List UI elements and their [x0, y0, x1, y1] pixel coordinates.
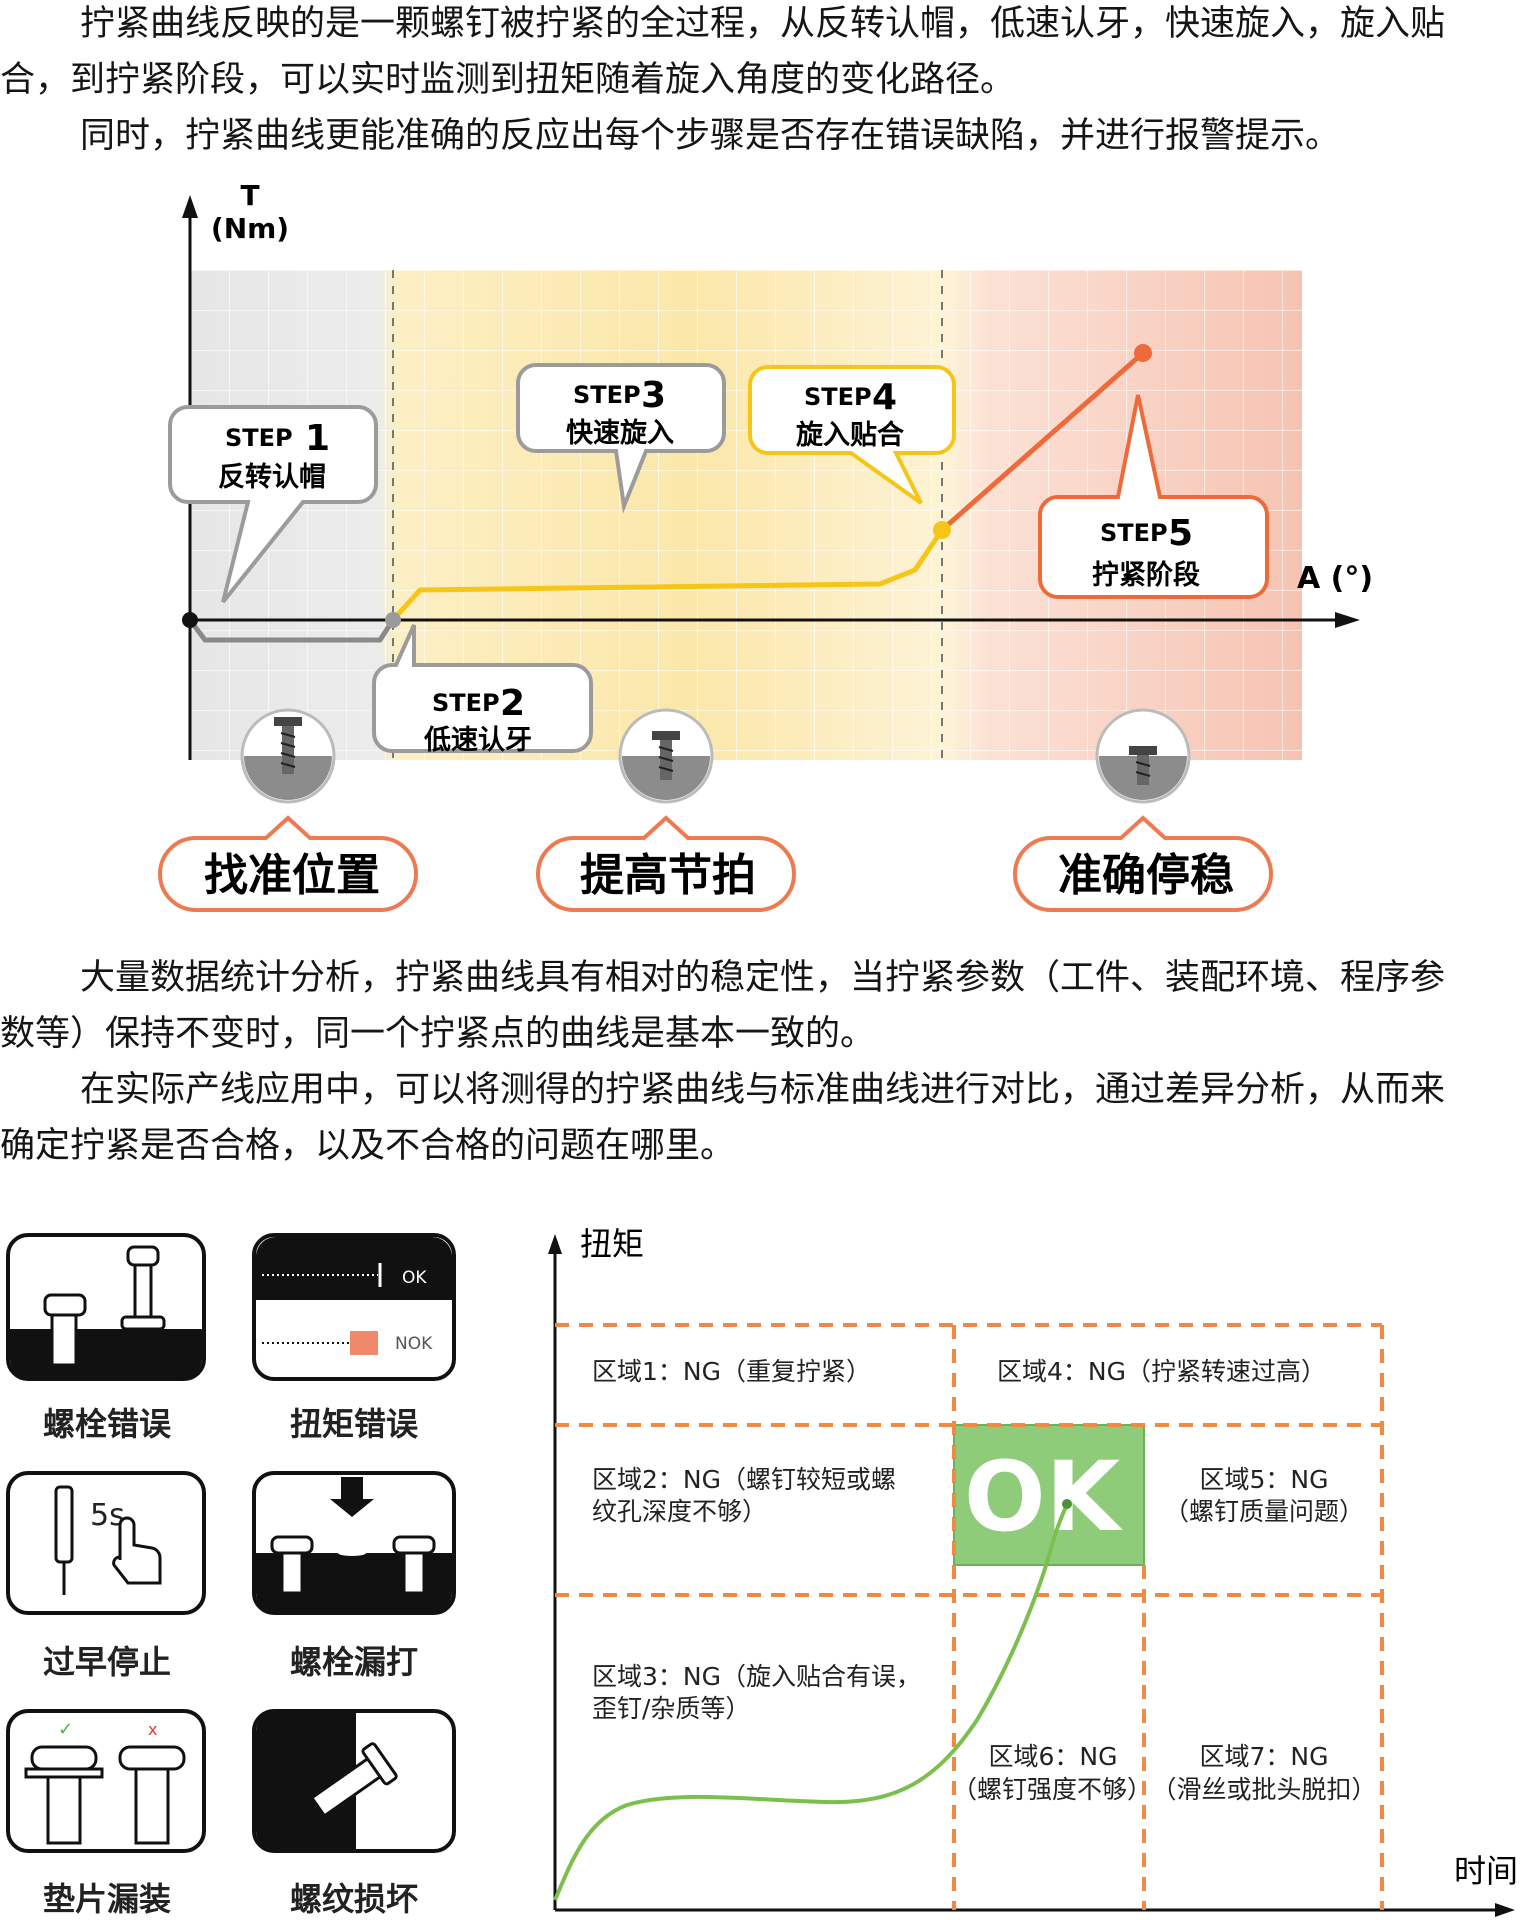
step2-bubble: STEP 2 低速认牙 — [372, 624, 593, 756]
screw-icon — [240, 708, 336, 804]
tightening-curve-diagram: T (Nm) A (°) STEP 1 反转认帽 STEP 2 低速认牙 STE… — [158, 179, 1373, 912]
svg-text:准确停稳: 准确停稳 — [1058, 850, 1234, 901]
svg-text:STEP: STEP — [573, 381, 641, 409]
step5-point — [1134, 344, 1152, 362]
zone3-label-2: 歪钉/杂质等） — [592, 1694, 750, 1723]
step1-curve — [188, 618, 396, 643]
curve-end-point — [1062, 1499, 1072, 1509]
svg-text:✓: ✓ — [58, 1719, 73, 1740]
zone5-label-1: 区域5：NG — [1200, 1465, 1329, 1494]
caption-torque-error: 扭矩错误 — [289, 1405, 418, 1443]
caption-missing-washer: 垫片漏装 — [42, 1880, 171, 1918]
svg-text:低速认牙: 低速认牙 — [423, 725, 532, 756]
svg-text:反转认帽: 反转认帽 — [218, 462, 326, 493]
svg-text:x: x — [148, 1720, 157, 1739]
step4-bubble: STEP 4 旋入贴合 — [748, 365, 956, 505]
missing-bolt-icon — [252, 1471, 456, 1615]
svg-text:拧紧阶段: 拧紧阶段 — [1092, 560, 1200, 591]
svg-text:旋入贴合: 旋入贴合 — [796, 419, 904, 451]
zone7-label-1: 区域7：NG — [1200, 1742, 1329, 1771]
svg-text:找准位置: 找准位置 — [204, 850, 380, 901]
zone-x-label: 时间 — [1454, 1852, 1518, 1890]
origin-point — [182, 612, 198, 628]
intro-line-3: 同时，拧紧曲线更能准确的反应出每个步骤是否存在错误缺陷，并进行报警提示。 — [80, 116, 1341, 156]
torque-error-icon: OK NOK — [252, 1233, 456, 1381]
step2-point — [385, 612, 401, 628]
missing-washer-icon: ✓ x — [6, 1709, 206, 1853]
svg-text:3: 3 — [641, 375, 666, 416]
svg-text:快速旋入: 快速旋入 — [566, 418, 674, 449]
svg-text:4: 4 — [872, 377, 897, 418]
torque-zone-chart: 扭矩 时间 OK 区域1：NG（重复拧紧） 区域4：NG（拧紧转速过高） 区域2… — [548, 1225, 1518, 1917]
red-curve — [940, 351, 1145, 532]
bolt-error-icon — [6, 1233, 206, 1381]
error-icons-grid: OK NOK 5s ✓ x — [6, 1233, 456, 1853]
caption-early-stop: 过早停止 — [42, 1643, 171, 1681]
intro-paragraph: 拧紧曲线反映的是一颗螺钉被拧紧的全过程，从反转认帽，低速认牙，快速旋入，旋入贴 … — [0, 0, 1537, 164]
body-line-1: 大量数据统计分析，拧紧曲线具有相对的稳定性，当拧紧参数（工件、装配环境、程序参 — [80, 958, 1446, 998]
body-line-4: 确定拧紧是否合格，以及不合格的问题在哪里。 — [0, 1126, 736, 1166]
zone4-label: 区域4：NG（拧紧转速过高） — [997, 1357, 1326, 1386]
intro-line-2: 合，到拧紧阶段，可以实时监测到扭矩随着旋入角度的变化路径。 — [0, 60, 1016, 100]
svg-text:STEP: STEP — [1100, 519, 1168, 547]
svg-text:2: 2 — [500, 683, 525, 724]
svg-text:提高节拍: 提高节拍 — [580, 850, 756, 901]
screw-icon — [1095, 708, 1191, 804]
body-line-3: 在实际产线应用中，可以将测得的拧紧曲线与标准曲线进行对比，通过差异分析，从而来 — [80, 1070, 1446, 1110]
benefit-pill-stop: 准确停稳 — [1013, 815, 1273, 912]
thread-damage-icon — [252, 1709, 456, 1853]
svg-text:STEP: STEP — [225, 424, 293, 452]
svg-text:5: 5 — [1168, 513, 1193, 554]
benefit-pill-position: 找准位置 — [158, 815, 418, 912]
x-axis-label: A (°) — [1297, 561, 1373, 596]
caption-missing-bolt: 螺栓漏打 — [289, 1643, 418, 1681]
y-axis-label-t: T — [240, 179, 259, 212]
ok-zone-label: OK — [964, 1441, 1124, 1553]
svg-text:STEP: STEP — [804, 383, 872, 411]
yellow-curve — [391, 528, 945, 622]
zone-dash-grid — [555, 1323, 1384, 1910]
svg-text:NOK: NOK — [395, 1334, 433, 1354]
benefit-pill-cycle: 提高节拍 — [536, 815, 796, 912]
zone3-label-1: 区域3：NG（旋入贴合有误， — [592, 1662, 921, 1691]
zone6-label-2: （螺钉强度不够） — [952, 1775, 1152, 1804]
svg-text:STEP: STEP — [432, 689, 500, 717]
step3-bubble: STEP 3 快速旋入 — [516, 363, 726, 514]
early-stop-icon: 5s — [6, 1471, 206, 1615]
zone2-label-2: 纹孔深度不够） — [592, 1497, 767, 1526]
zone1-label: 区域1：NG（重复拧紧） — [592, 1357, 871, 1386]
y-axis-label-unit: (Nm) — [211, 212, 289, 245]
body-line-2: 数等）保持不变时，同一个拧紧点的曲线是基本一致的。 — [0, 1014, 876, 1054]
step5-bubble: STEP 5 拧紧阶段 — [1038, 394, 1269, 599]
zone5-label-2: （螺钉质量问题） — [1164, 1497, 1364, 1526]
zone-y-label: 扭矩 — [580, 1225, 644, 1263]
step1-bubble: STEP 1 反转认帽 — [168, 405, 378, 604]
tightening-curve — [553, 1503, 1069, 1901]
intro-line-1: 拧紧曲线反映的是一颗螺钉被拧紧的全过程，从反转认帽，低速认牙，快速旋入，旋入贴 — [80, 4, 1446, 44]
zone2-label-1: 区域2：NG（螺钉较短或螺 — [592, 1465, 896, 1494]
svg-text:OK: OK — [402, 1268, 427, 1288]
zone6-label-1: 区域6：NG — [989, 1742, 1118, 1771]
step4-point — [933, 521, 951, 539]
zone7-label-2: （滑丝或批头脱扣） — [1151, 1775, 1376, 1804]
caption-thread-damage: 螺纹损坏 — [289, 1880, 418, 1918]
svg-text:1: 1 — [305, 418, 330, 459]
body-paragraph: 大量数据统计分析，拧紧曲线具有相对的稳定性，当拧紧参数（工件、装配环境、程序参 … — [0, 950, 1537, 1174]
caption-bolt-error: 螺栓错误 — [42, 1405, 171, 1443]
screw-icon — [618, 708, 714, 804]
